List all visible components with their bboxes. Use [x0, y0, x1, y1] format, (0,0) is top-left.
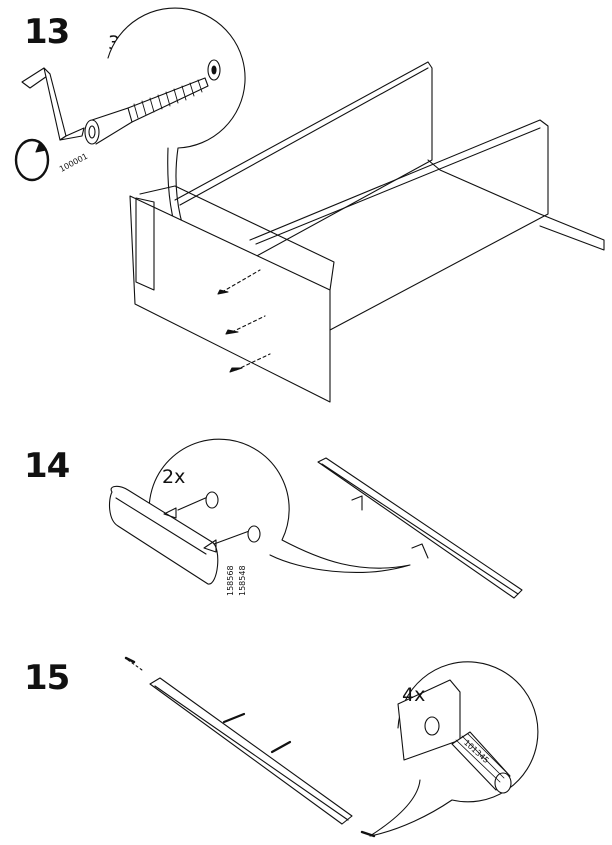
cam-screw-icon [84, 59, 221, 145]
rotate-arrow-icon [14, 138, 50, 182]
step-14-detail-callout [148, 438, 411, 573]
step-15-number: 15 [24, 658, 70, 698]
step-14-number: 14 [24, 446, 70, 486]
step-14-quantity: 2x [162, 466, 186, 488]
drawer-rail-illustration [317, 457, 523, 599]
wooden-dowel-icon [397, 679, 512, 794]
drawer-handle-icon [108, 485, 261, 585]
step-15-quantity: 4x [402, 684, 426, 706]
step-14-part-158548: 158548 [238, 565, 247, 596]
step-15-rail-illustration [124, 656, 376, 838]
step-13-number: 13 [24, 12, 70, 52]
drawer-frame-illustration [129, 61, 605, 403]
step-14-part-158568: 158568 [226, 565, 235, 596]
allen-key-icon [21, 67, 85, 141]
